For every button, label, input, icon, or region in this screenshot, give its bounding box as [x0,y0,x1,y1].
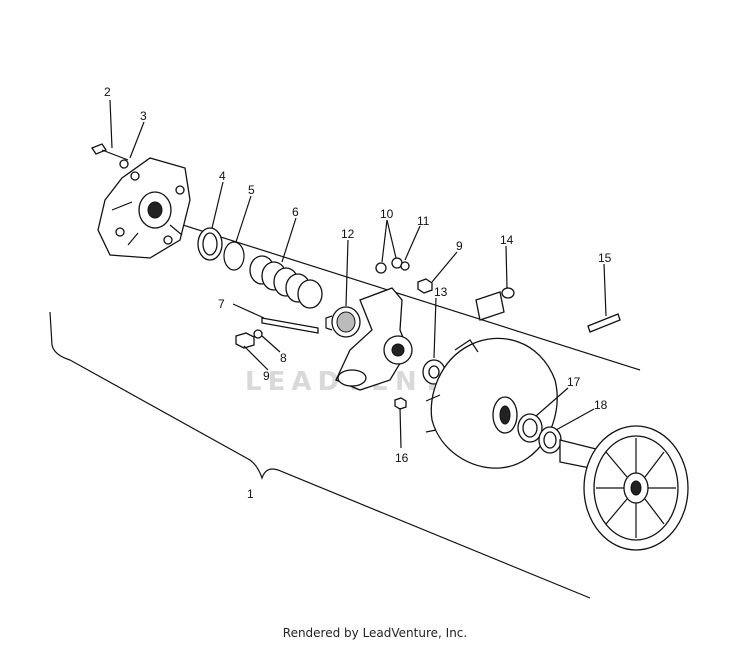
callout-9-upper: 9 [456,239,463,253]
callout-12: 12 [341,227,355,241]
part-6-spring[interactable] [249,255,323,309]
part-7-pin[interactable] [261,317,319,334]
part-8-washer[interactable] [253,329,263,339]
part-spider-arm[interactable] [335,287,413,391]
part-5-snap-ring[interactable] [223,241,245,271]
footer-credit: Rendered by LeadVenture, Inc. [282,626,468,640]
part-4-bushing[interactable] [197,227,223,261]
part-2-screw[interactable] [91,143,129,161]
leader-lines [109,99,607,449]
callout-9-lower: 9 [263,369,270,383]
callout-10: 10 [380,207,394,221]
part-fixed-sheave[interactable] [559,425,689,551]
part-moveable-sheave[interactable] [425,337,558,469]
part-cover-housing[interactable] [97,157,191,259]
part-10-nut[interactable] [375,257,403,274]
callout-2: 2 [104,85,111,99]
callout-11: 11 [417,214,430,228]
callout-14: 14 [500,233,514,247]
part-14-clip[interactable] [475,287,515,321]
callout-7: 7 [218,297,225,311]
callout-13: 13 [434,285,448,299]
part-11-washer[interactable] [400,261,410,271]
callout-18: 18 [594,398,608,412]
part-17-bushing[interactable] [517,413,543,443]
callout-16: 16 [395,451,409,465]
part-16-nut[interactable] [394,397,407,410]
part-3-washer[interactable] [119,159,129,169]
callout-1: 1 [247,487,254,501]
callout-8: 8 [280,351,287,365]
callout-17: 17 [567,375,581,389]
callout-5: 5 [248,183,255,197]
assembly-brace [49,311,591,599]
callout-4: 4 [219,169,226,183]
part-12-roller[interactable] [325,306,361,338]
part-18-bushing[interactable] [538,426,562,454]
callout-15: 15 [598,251,612,265]
part-9-nut-lower[interactable] [235,332,255,349]
callout-3: 3 [140,109,147,123]
callout-6: 6 [292,205,299,219]
part-9-nut-upper[interactable] [417,278,433,294]
part-15-pin[interactable] [587,313,621,333]
